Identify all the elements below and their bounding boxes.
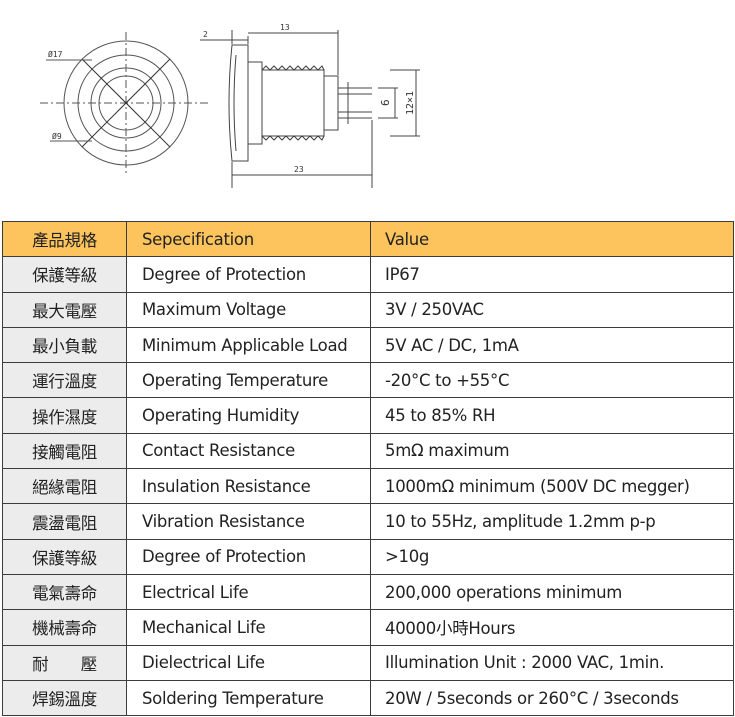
header-value: Value: [370, 220, 734, 258]
row-zh: 絕緣電阻: [2, 468, 127, 505]
row-value: 45 to 85% RH: [370, 397, 734, 434]
row-en: Degree of Protection: [126, 538, 371, 575]
row-zh: 操作濕度: [2, 397, 127, 434]
row-value: 1000mΩ minimum (500V DC megger): [370, 468, 734, 505]
row-en: Operating Humidity: [126, 397, 371, 434]
row-zh: 保護等級: [2, 538, 127, 575]
row-value: 5V AC / DC, 1mA: [370, 326, 734, 364]
row-en: Dielectrical Life: [126, 644, 371, 681]
row-zh: 震盪電阻: [2, 503, 127, 540]
row-zh: 最大電壓: [2, 291, 127, 328]
dim-2-label: 2: [203, 30, 208, 39]
row-en: Soldering Temperature: [126, 679, 371, 717]
technical-drawing: Ø17 Ø9 2 13 23: [40, 23, 420, 188]
row-value: 10 to 55Hz, amplitude 1.2mm p-p: [370, 503, 734, 540]
row-zh: 接觸電阻: [2, 432, 127, 470]
row-value: 200,000 operations minimum: [370, 573, 734, 611]
dim-12-label: 12×1: [405, 91, 416, 115]
header-zh: 產品規格: [2, 220, 127, 258]
row-en: Maximum Voltage: [126, 291, 371, 328]
dim-6-label: 6: [379, 99, 392, 106]
row-value: 40000小時Hours: [370, 609, 734, 646]
row-value: 5mΩ maximum: [370, 432, 734, 470]
row-zh: 耐 壓: [2, 644, 127, 681]
row-value: 3V / 250VAC: [370, 291, 734, 328]
row-zh: 運行溫度: [2, 362, 127, 399]
row-value: 20W / 5seconds or 260°C / 3seconds: [370, 679, 734, 717]
row-zh: 電氣壽命: [2, 573, 127, 611]
row-value: IP67: [370, 256, 734, 293]
row-en: Insulation Resistance: [126, 468, 371, 505]
row-zh: 保護等級: [2, 256, 127, 293]
dim-9-label: Ø9: [52, 131, 62, 141]
row-en: Contact Resistance: [126, 432, 371, 470]
table-header-row: 產品規格 Sepecification Value: [2, 220, 734, 258]
header-en: Sepecification: [126, 220, 371, 258]
row-value: >10g: [370, 538, 734, 575]
row-en: Degree of Protection: [126, 256, 371, 293]
row-en: Electrical Life: [126, 573, 371, 611]
side-view: [200, 30, 420, 188]
row-zh: 最小負載: [2, 326, 127, 364]
row-value: Illumination Unit : 2000 VAC, 1min.: [370, 644, 734, 681]
row-zh: 焊錫溫度: [2, 679, 127, 717]
row-zh: 機械壽命: [2, 609, 127, 646]
front-view: [40, 32, 210, 174]
dim-17-label: Ø17: [48, 49, 63, 59]
row-en: Minimum Applicable Load: [126, 326, 371, 364]
row-en: Operating Temperature: [126, 362, 371, 399]
row-en: Vibration Resistance: [126, 503, 371, 540]
row-value: -20°C to +55°C: [370, 362, 734, 399]
row-en: Mechanical Life: [126, 609, 371, 646]
dim-13-label: 13: [280, 23, 290, 32]
dim-23-label: 23: [294, 165, 304, 174]
